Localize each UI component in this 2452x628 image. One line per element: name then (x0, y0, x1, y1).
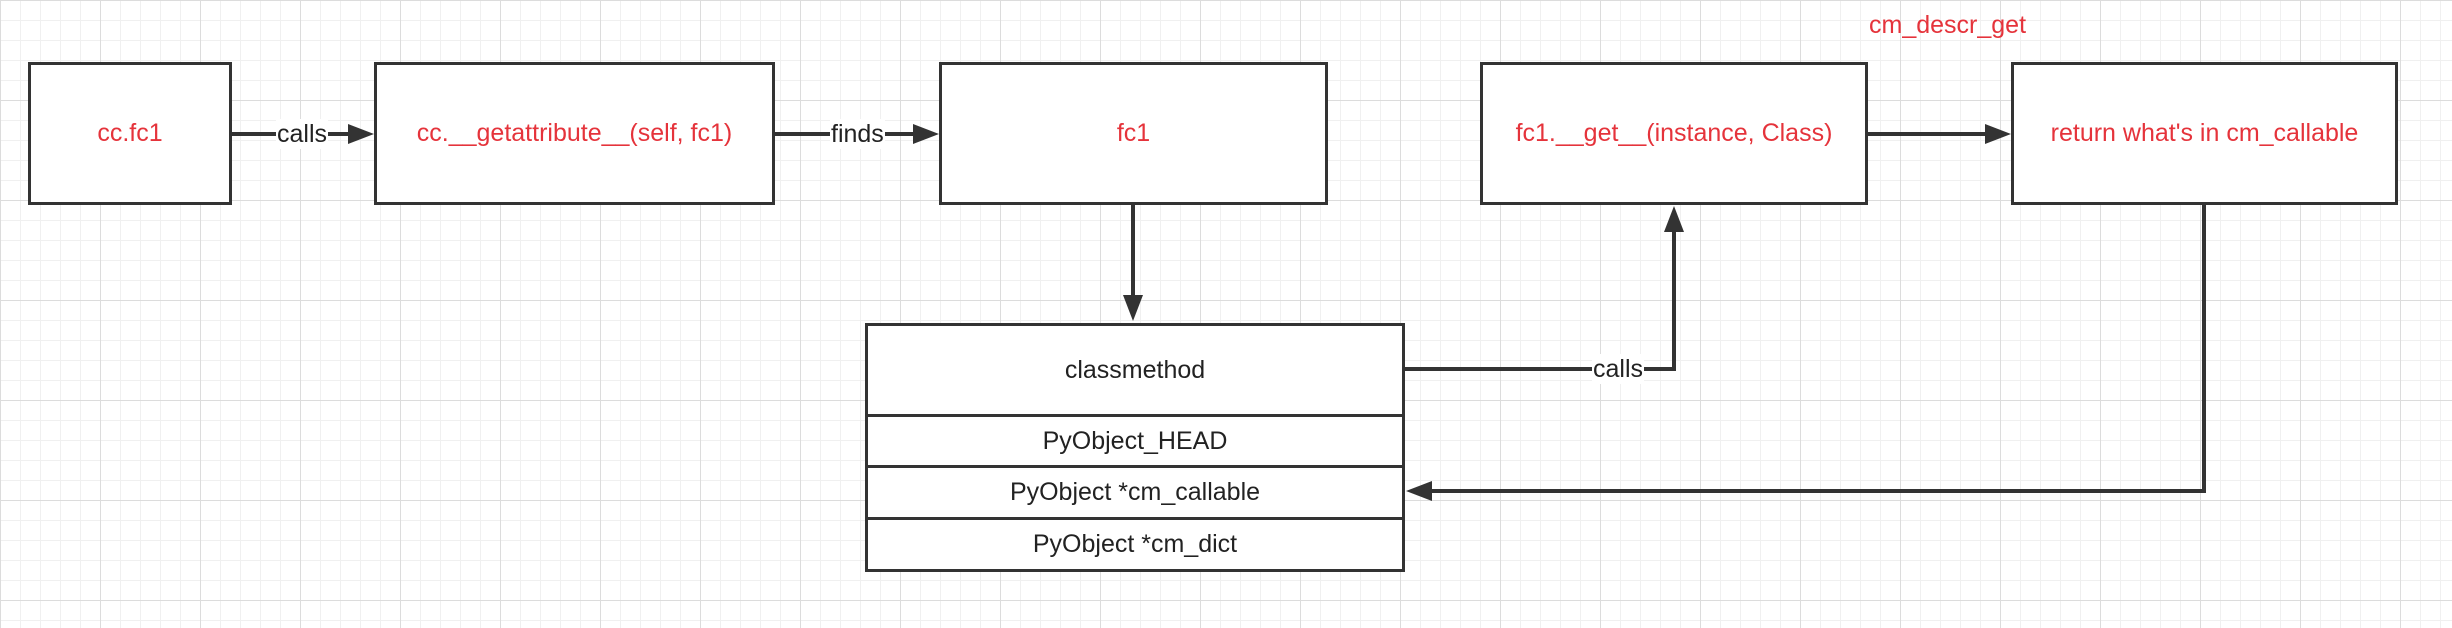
edge-classmethod-to-fc1-get (1404, 231, 1676, 371)
arrowhead-cm-callable (1406, 481, 1432, 501)
node-fc1: fc1 (939, 62, 1328, 205)
arrowhead-getattribute (348, 124, 374, 144)
arrowhead-return (1985, 124, 2011, 144)
arrowhead-classmethod (1123, 295, 1143, 321)
edge-label-calls: calls (276, 119, 329, 149)
node-cc-fc1: cc.fc1 (28, 62, 232, 205)
node-fc1-get: fc1.__get__(instance, Class) (1480, 62, 1868, 205)
node-getattribute: cc.__getattribute__(self, fc1) (374, 62, 775, 205)
field-cm-callable: PyObject *cm_callable (865, 465, 1405, 520)
node-return-callable: return what's in cm_callable (2011, 62, 2398, 205)
edge-label-finds: finds (830, 119, 885, 149)
field-cm-dict: PyObject *cm_dict (865, 517, 1405, 572)
arrowhead-fc1-get (1664, 206, 1684, 232)
classmethod-title: classmethod (865, 323, 1405, 417)
edge-label-calls-get: calls (1592, 354, 1645, 384)
field-pyobject-head: PyObject_HEAD (865, 414, 1405, 468)
annotation-cm-descr-get: cm_descr_get (1869, 11, 2027, 39)
arrowhead-fc1 (913, 124, 939, 144)
edge-return-to-cm-callable (1430, 202, 2206, 493)
